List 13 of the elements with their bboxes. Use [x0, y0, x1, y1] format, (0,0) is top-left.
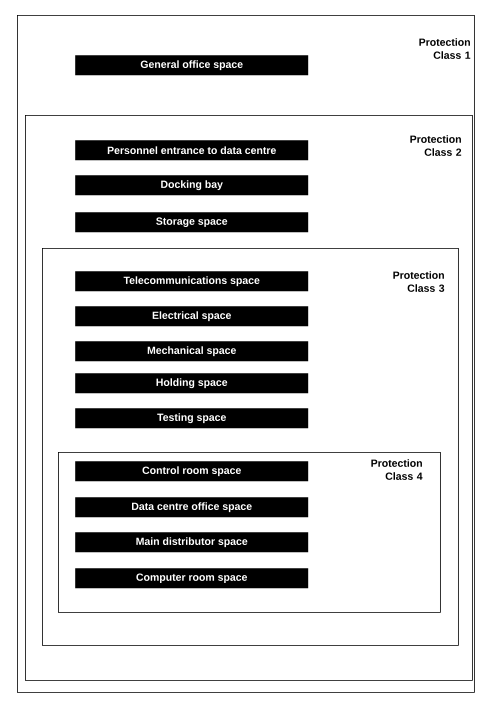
- space-bar: Computer room space: [75, 568, 308, 588]
- space-bar: Telecommunications space: [75, 271, 308, 292]
- space-bar: Data centre office space: [75, 497, 308, 518]
- space-bar: Control room space: [75, 461, 308, 482]
- space-bar: Mechanical space: [75, 341, 308, 362]
- space-bar: Storage space: [75, 212, 308, 232]
- space-bar: Electrical space: [75, 306, 308, 326]
- space-bar: General office space: [75, 55, 308, 76]
- space-bar: Main distributor space: [75, 532, 308, 552]
- space-bar: Personnel entrance to data centre: [75, 140, 308, 160]
- space-bar: Holding space: [75, 373, 308, 394]
- space-bar: Testing space: [75, 408, 308, 428]
- space-bar: Docking bay: [75, 175, 308, 196]
